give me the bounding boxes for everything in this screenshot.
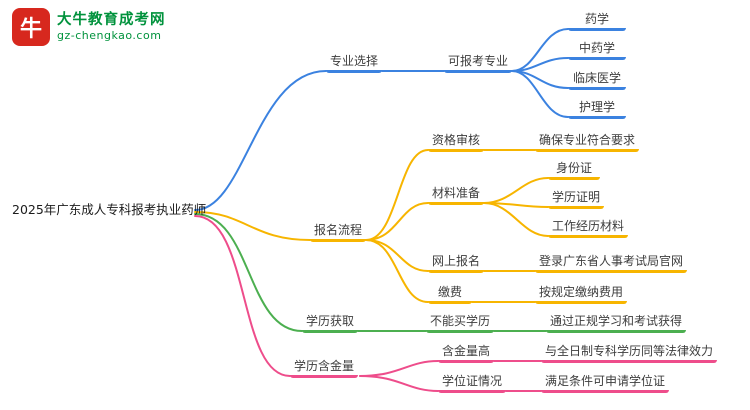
node-cannot-buy-diploma: 不能买学历 xyxy=(426,314,495,333)
node-tcm-pharmacy: 中药学 xyxy=(568,41,626,60)
node-diploma-detail: 通过正规学习和考试获得 xyxy=(546,314,687,333)
node-clinical-medicine: 临床医学 xyxy=(568,71,626,90)
node-high-value: 含金量高 xyxy=(438,344,495,363)
node-payment: 缴费 xyxy=(428,285,472,304)
bull-logo-icon: 牛 xyxy=(12,8,50,46)
node-qualification-detail: 确保专业符合要求 xyxy=(535,133,640,152)
node-online-registration-detail: 登录广东省人事考试局官网 xyxy=(535,254,688,273)
node-pharmacy: 药学 xyxy=(568,12,626,31)
node-signup-process: 报名流程 xyxy=(310,223,367,242)
node-diploma-acquisition: 学历获取 xyxy=(302,314,359,333)
node-work-experience-docs: 工作经历材料 xyxy=(548,219,629,238)
node-education-proof: 学历证明 xyxy=(548,190,605,209)
node-eligible-majors: 可报考专业 xyxy=(444,54,513,73)
node-payment-detail: 按规定缴纳费用 xyxy=(535,285,628,304)
node-high-value-detail: 与全日制专科学历同等法律效力 xyxy=(541,344,718,363)
root-topic: 2025年广东成人专科报考执业药师 xyxy=(12,202,207,217)
node-online-registration: 网上报名 xyxy=(428,254,485,273)
node-diploma-value: 学历含金量 xyxy=(290,359,359,378)
node-nursing: 护理学 xyxy=(568,100,626,119)
node-degree-certificate-detail: 满足条件可申请学位证 xyxy=(541,374,670,393)
logo-brand-text: 大牛教育成考网 xyxy=(57,12,166,28)
node-major-choice: 专业选择 xyxy=(326,54,383,73)
site-logo: 牛 大牛教育成考网 gz-chengkao.com xyxy=(12,8,166,46)
node-degree-certificate: 学位证情况 xyxy=(438,374,507,393)
logo-domain-text: gz-chengkao.com xyxy=(57,29,162,42)
node-id-card: 身份证 xyxy=(548,161,600,180)
node-qualification-review: 资格审核 xyxy=(428,133,485,152)
node-material-prep: 材料准备 xyxy=(428,186,485,205)
